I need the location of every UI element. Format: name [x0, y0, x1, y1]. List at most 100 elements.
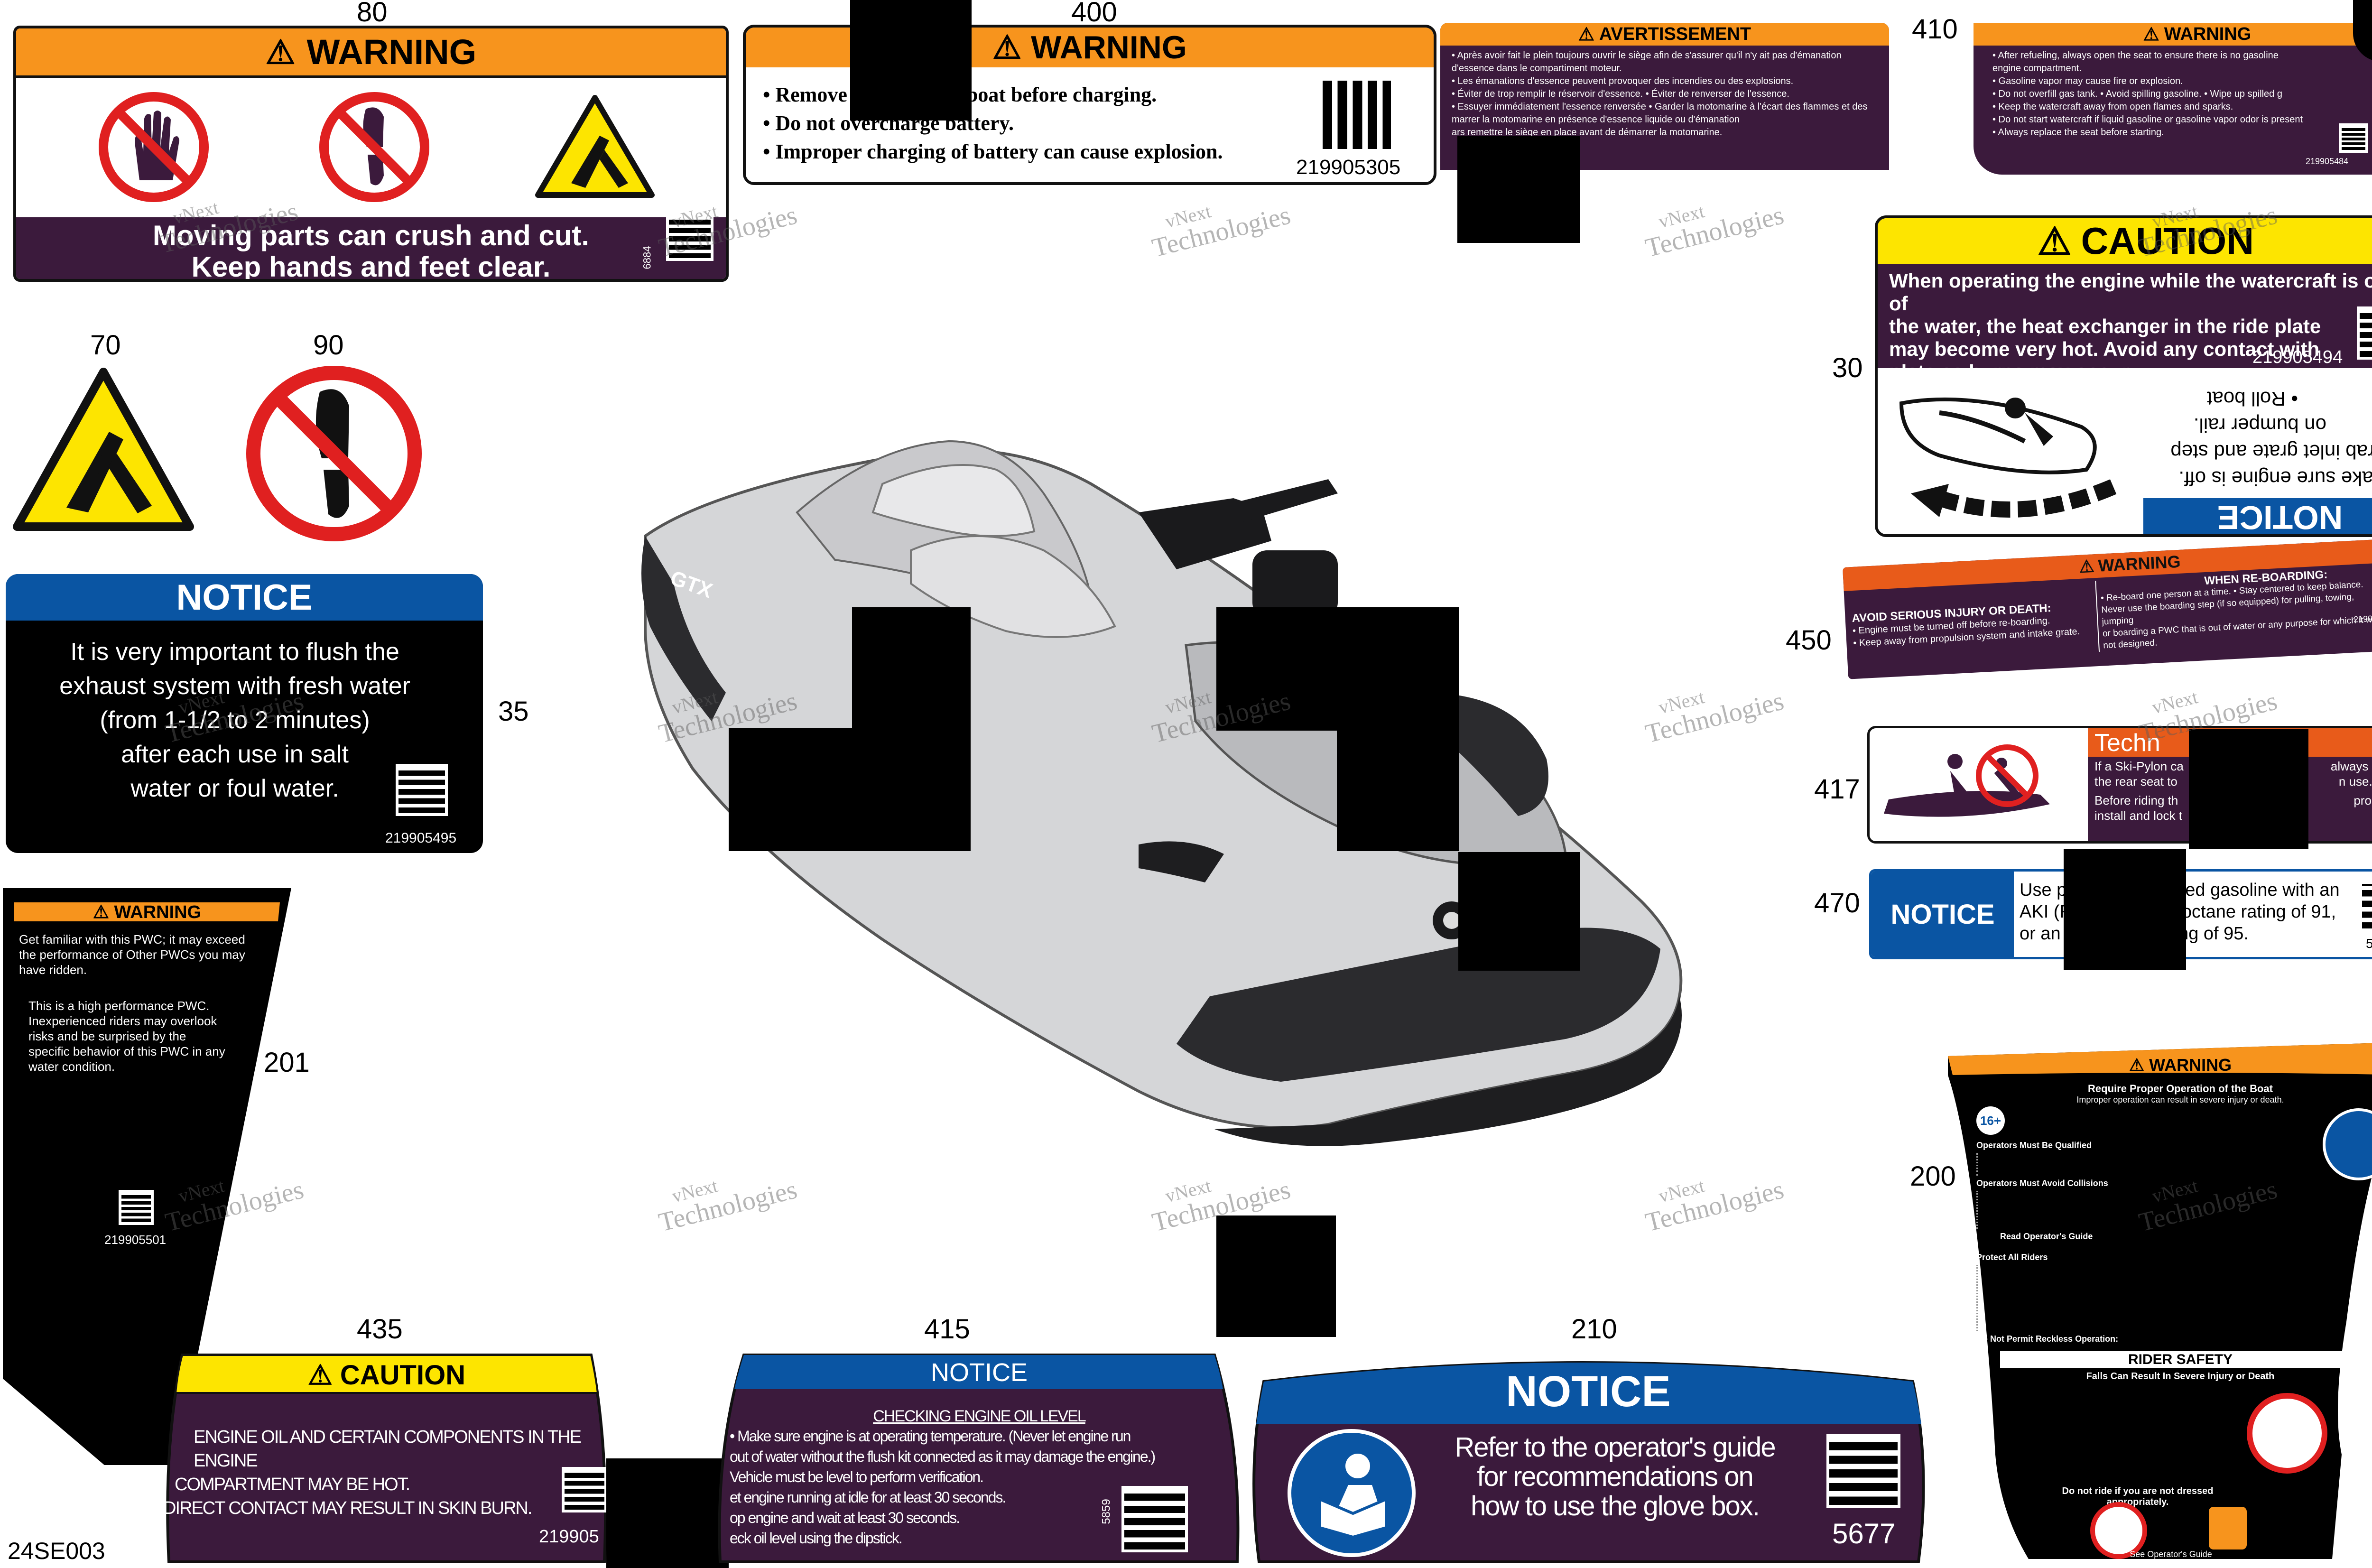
- label-fr-header: ⚠ AVERTISSEMENT: [1440, 23, 1889, 46]
- ref-435: 435: [357, 1314, 403, 1345]
- text-line: • Éviter de trop remplir le réservoir d'…: [1452, 89, 1789, 99]
- warning-triangle-icon: ⚠: [992, 29, 1022, 65]
- ref-90: 90: [313, 330, 344, 361]
- label-410-header-text: WARNING: [2164, 24, 2252, 44]
- ref-210: 210: [1571, 1314, 1617, 1345]
- label-415-code: 5859: [1100, 1499, 1113, 1524]
- ref-417: 417: [1814, 774, 1860, 805]
- label-80-moving-parts: ⚠ WARNING Moving parts can crush and cut…: [13, 26, 729, 282]
- line: If a Ski-Pylon ca: [2094, 759, 2184, 773]
- redaction-block: [850, 0, 972, 121]
- qr-code: [1826, 1434, 1900, 1508]
- qr-code: [2357, 306, 2372, 360]
- line: et engine running at idle for at least 3…: [730, 1489, 1006, 1506]
- label-400-header-text: WARNING: [1031, 29, 1187, 65]
- text-line: • Essuyer immédiatement l'essence renver…: [1452, 102, 1868, 112]
- operator-guide-reader-icon: [1288, 1429, 1416, 1557]
- line: n use.: [2338, 774, 2372, 789]
- crush-hazard-icon: [535, 95, 655, 198]
- label-200-header: ⚠ WARNING: [1943, 1055, 2372, 1075]
- line: (from 1-1/2 to 2 minutes): [100, 706, 370, 734]
- label-200-rider-safety: ⚠ WARNING Require Proper Operation of th…: [1943, 1037, 2372, 1563]
- qr-code: [562, 1467, 607, 1512]
- text-line: plate as burns may occur.: [1889, 361, 2134, 383]
- text-line: • Always replace the seat before startin…: [1992, 127, 2164, 138]
- label-435-text: ENGINE OIL AND CERTAIN COMPONENTS IN THE…: [163, 1425, 610, 1520]
- label-201-p1: Get familiar with this PWC; it may excee…: [19, 932, 245, 977]
- qr-code: [2362, 884, 2372, 928]
- line: always install: [2330, 759, 2372, 773]
- label-450-reboarding-warning: ⚠ WARNING AVOID SERIOUS INJURY OR DEATH:…: [1843, 537, 2372, 679]
- life-jacket-icon: [2209, 1507, 2247, 1549]
- label-30-caution-notice: ⚠ CAUTION When operating the engine whil…: [1875, 215, 2372, 537]
- ref-35: 35: [498, 696, 529, 727]
- line: on bumper rail.: [2193, 414, 2326, 436]
- ref-201: 201: [264, 1047, 310, 1078]
- label-470-header: NOTICE: [1872, 872, 2014, 957]
- label-435-shape: [166, 1354, 607, 1563]
- line: Before riding th: [2094, 793, 2178, 807]
- line: install and lock t: [2094, 808, 2182, 823]
- ref-450: 450: [1786, 625, 1832, 656]
- roll-boat-illustration: [1899, 397, 2123, 518]
- ref-30: 30: [1832, 353, 1863, 383]
- label-200-bottom2: See Operator's Guide: [2130, 1549, 2212, 1559]
- label-435-code: 219905: [539, 1527, 599, 1547]
- label-415-text: • Make sure engine is at operating tempe…: [730, 1426, 1204, 1549]
- line: after each use in salt: [121, 741, 349, 768]
- redaction-block: [1216, 607, 1459, 731]
- diagram-reference-code: 24SE003: [8, 1538, 105, 1564]
- text-line: When operating the engine while the wate…: [1889, 269, 2372, 315]
- label-fr-header-text: AVERTISSEMENT: [1599, 24, 1751, 44]
- label-30-text: When operating the engine while the wate…: [1878, 264, 2372, 383]
- no-hands-icon: [99, 92, 209, 202]
- label-210-header: NOTICE: [1506, 1367, 1671, 1416]
- line: DIRECT CONTACT MAY RESULT IN SKIN BURN.: [163, 1498, 532, 1518]
- label-30-header: ⚠ CAUTION: [1878, 218, 2372, 264]
- label-201-code: 219905501: [104, 1233, 167, 1247]
- label-35-code: 219905495: [385, 830, 457, 846]
- warning-triangle-icon: ⚠: [2143, 24, 2159, 45]
- label-80-line2: Keep hands and feet clear.: [191, 251, 551, 282]
- label-400-header: ⚠ WARNING: [746, 28, 1434, 67]
- label-410-code: 219905484: [2306, 157, 2349, 166]
- qr-code: [2339, 123, 2368, 153]
- text-line: • Les émanations d'essence peuvent provo…: [1452, 76, 1794, 86]
- age-16-icon: 16+: [1976, 1106, 2005, 1135]
- label-415-title: CHECKING ENGINE OIL LEVEL: [873, 1407, 1086, 1425]
- label-fr-text: • Après avoir fait le plein toujours ouv…: [1440, 46, 1889, 143]
- text-line: • Après avoir fait le plein toujours ouv…: [1452, 50, 1842, 61]
- rider-pwc-icon: [1884, 744, 2050, 817]
- label-35-header: NOTICE: [6, 574, 483, 621]
- section-title: Read Operator's Guide: [2000, 1232, 2093, 1241]
- redaction-block: [852, 607, 971, 731]
- label-201-shape: [3, 888, 291, 1465]
- qr-code: [396, 764, 448, 816]
- text-line: • Gasoline vapor may cause fire or explo…: [1992, 76, 2183, 86]
- label-80-header-text: WARNING: [306, 32, 477, 72]
- label-200-subtitle: Require Proper Operation of the Boat: [2088, 1083, 2273, 1095]
- bullet-2: • Do not overcharge battery.: [763, 111, 1014, 135]
- label-450-right: WHEN RE-BOARDING: • Re-board one person …: [2095, 566, 2372, 652]
- label-415-header: NOTICE: [930, 1358, 1028, 1387]
- redaction-block: [606, 1458, 729, 1568]
- qr-code: [666, 213, 713, 261]
- label-410-header: ⚠ WARNING: [1974, 23, 2372, 46]
- label-200-sections: Operators Must Be Qualified Operators Mu…: [1976, 1140, 2308, 1345]
- warning-triangle-icon: ⚠: [265, 33, 296, 71]
- text-line: engine compartment.: [1992, 63, 2082, 74]
- label-410-text: • After refueling, always open the seat …: [1974, 46, 2372, 143]
- label-400-code: 219905305: [1296, 156, 1401, 179]
- redaction-block: [729, 728, 971, 851]
- warning-triangle-icon: ⚠: [2129, 1055, 2145, 1075]
- label-435-header-text: CAUTION: [340, 1359, 466, 1391]
- label-450-header-text: WARNING: [2097, 551, 2181, 575]
- label-201-header-text: WARNING: [114, 902, 202, 922]
- text-line: the water, the heat exchanger in the rid…: [1889, 315, 2321, 337]
- label-70-crush-hazard-icon: [13, 368, 194, 531]
- line: Vehicle must be level to perform verific…: [730, 1468, 984, 1485]
- text-line: d'essence dans le compartiment moteur.: [1452, 63, 1622, 74]
- label-400-battery-warning: ⚠ WARNING • Remove boat before charging.…: [743, 25, 1436, 185]
